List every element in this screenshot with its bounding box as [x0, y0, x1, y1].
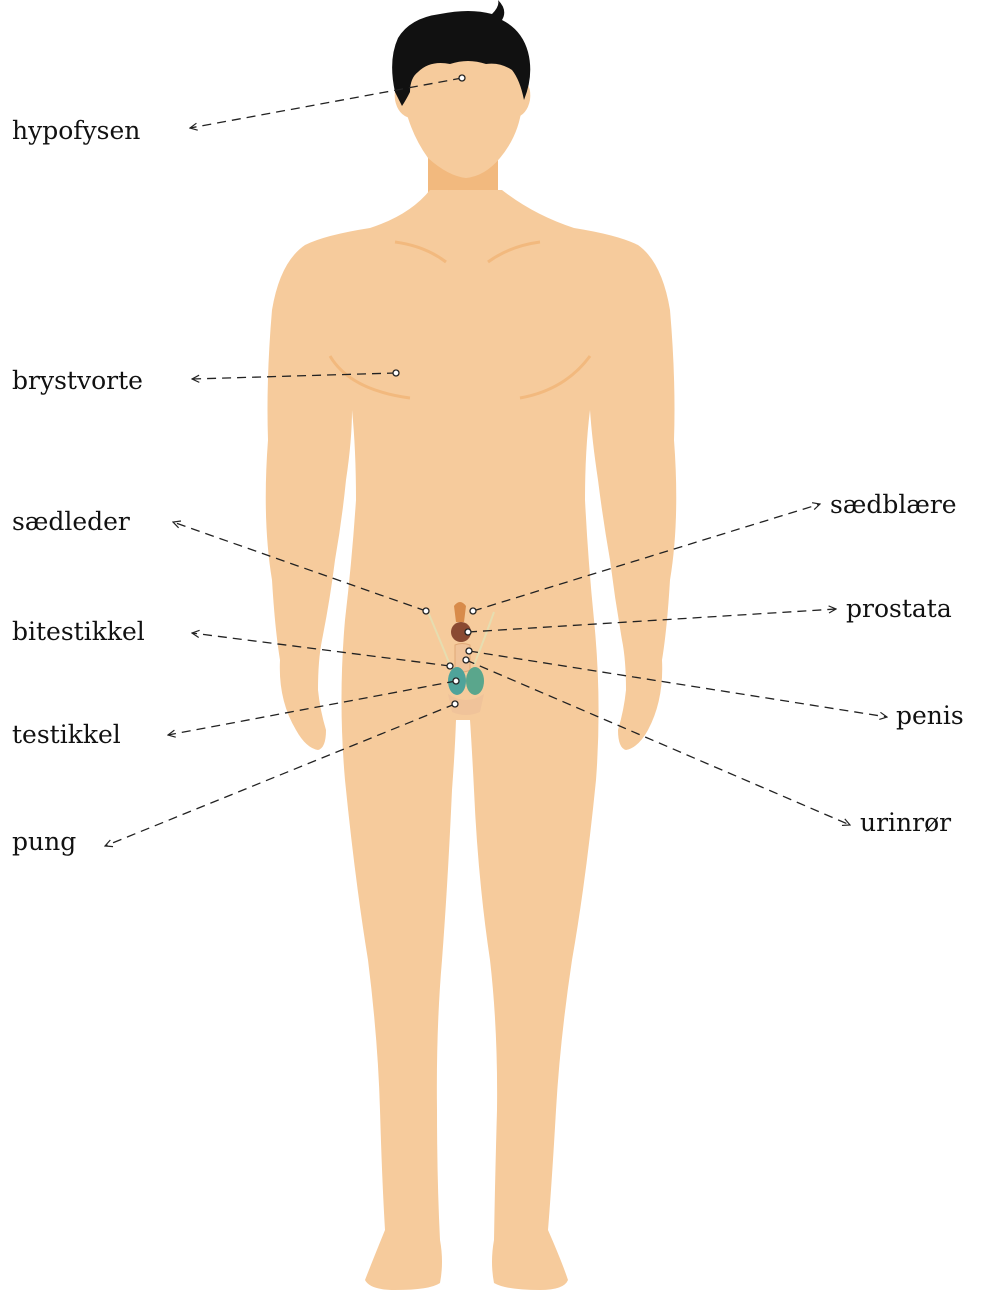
dot-brystvorte	[393, 370, 399, 376]
dot-pung	[452, 701, 458, 707]
label-penis: penis	[896, 701, 964, 731]
seminal-vesicle	[454, 602, 466, 622]
dot-hypofysen	[459, 75, 465, 81]
dot-prostata	[465, 629, 471, 635]
dot-urinror	[463, 657, 469, 663]
label-hypofysen: hypofysen	[12, 116, 140, 146]
label-saedblaere: sædblære	[830, 490, 957, 520]
dot-bitestikkel	[447, 663, 453, 669]
label-prostata: prostata	[846, 594, 952, 624]
dot-saedblaere	[470, 608, 476, 614]
label-brystvorte: brystvorte	[12, 366, 143, 396]
dot-saedleder	[423, 608, 429, 614]
dot-testikkel	[453, 678, 459, 684]
label-urinror: urinrør	[860, 808, 951, 838]
label-bitestikkel: bitestikkel	[12, 617, 145, 647]
label-pung: pung	[12, 827, 76, 857]
label-testikkel: testikkel	[12, 720, 121, 750]
dot-penis	[466, 648, 472, 654]
testis-right-shape	[466, 667, 484, 695]
body-silhouette	[266, 190, 677, 1290]
label-saedleder: sædleder	[12, 507, 130, 537]
